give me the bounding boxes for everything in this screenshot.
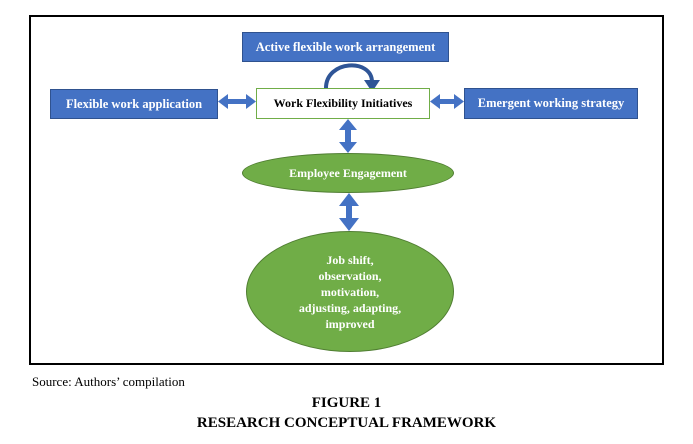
outcome-line: improved (325, 316, 375, 331)
outcome-line: Job shift, (326, 252, 374, 267)
source-note: Source: Authors’ compilation (32, 374, 185, 389)
node-employee-engagement: Employee Engagement (242, 153, 454, 193)
cycle-arrowhead (364, 80, 380, 92)
cycle-arrow (324, 63, 374, 89)
outcome-line: motivation, (320, 284, 380, 299)
double-arrow-vertical-2 (339, 193, 359, 231)
double-arrow-right (430, 94, 464, 109)
node-active-flexible-work-arrangement: Active flexible work arrangement (242, 32, 449, 62)
double-arrow-left (218, 94, 256, 109)
double-arrow-vertical-1 (339, 119, 357, 153)
outcome-line: adjusting, adapting, (298, 300, 402, 315)
figure-number: FIGURE 1 (311, 395, 382, 411)
node-flexible-work-application: Flexible work application (50, 89, 218, 119)
engagement-label: Employee Engagement (289, 165, 407, 180)
outcome-line: observation, (318, 268, 382, 283)
node-emergent-working-strategy: Emergent working strategy (464, 88, 638, 119)
figure-title: RESEARCH CONCEPTUAL FRAMEWORK (196, 415, 497, 431)
node-outcomes: Job shift, observation, motivation, adju… (246, 231, 454, 352)
diagram-frame (29, 15, 664, 365)
node-work-flexibility-initiatives: Work Flexibility Initiatives (256, 88, 430, 119)
